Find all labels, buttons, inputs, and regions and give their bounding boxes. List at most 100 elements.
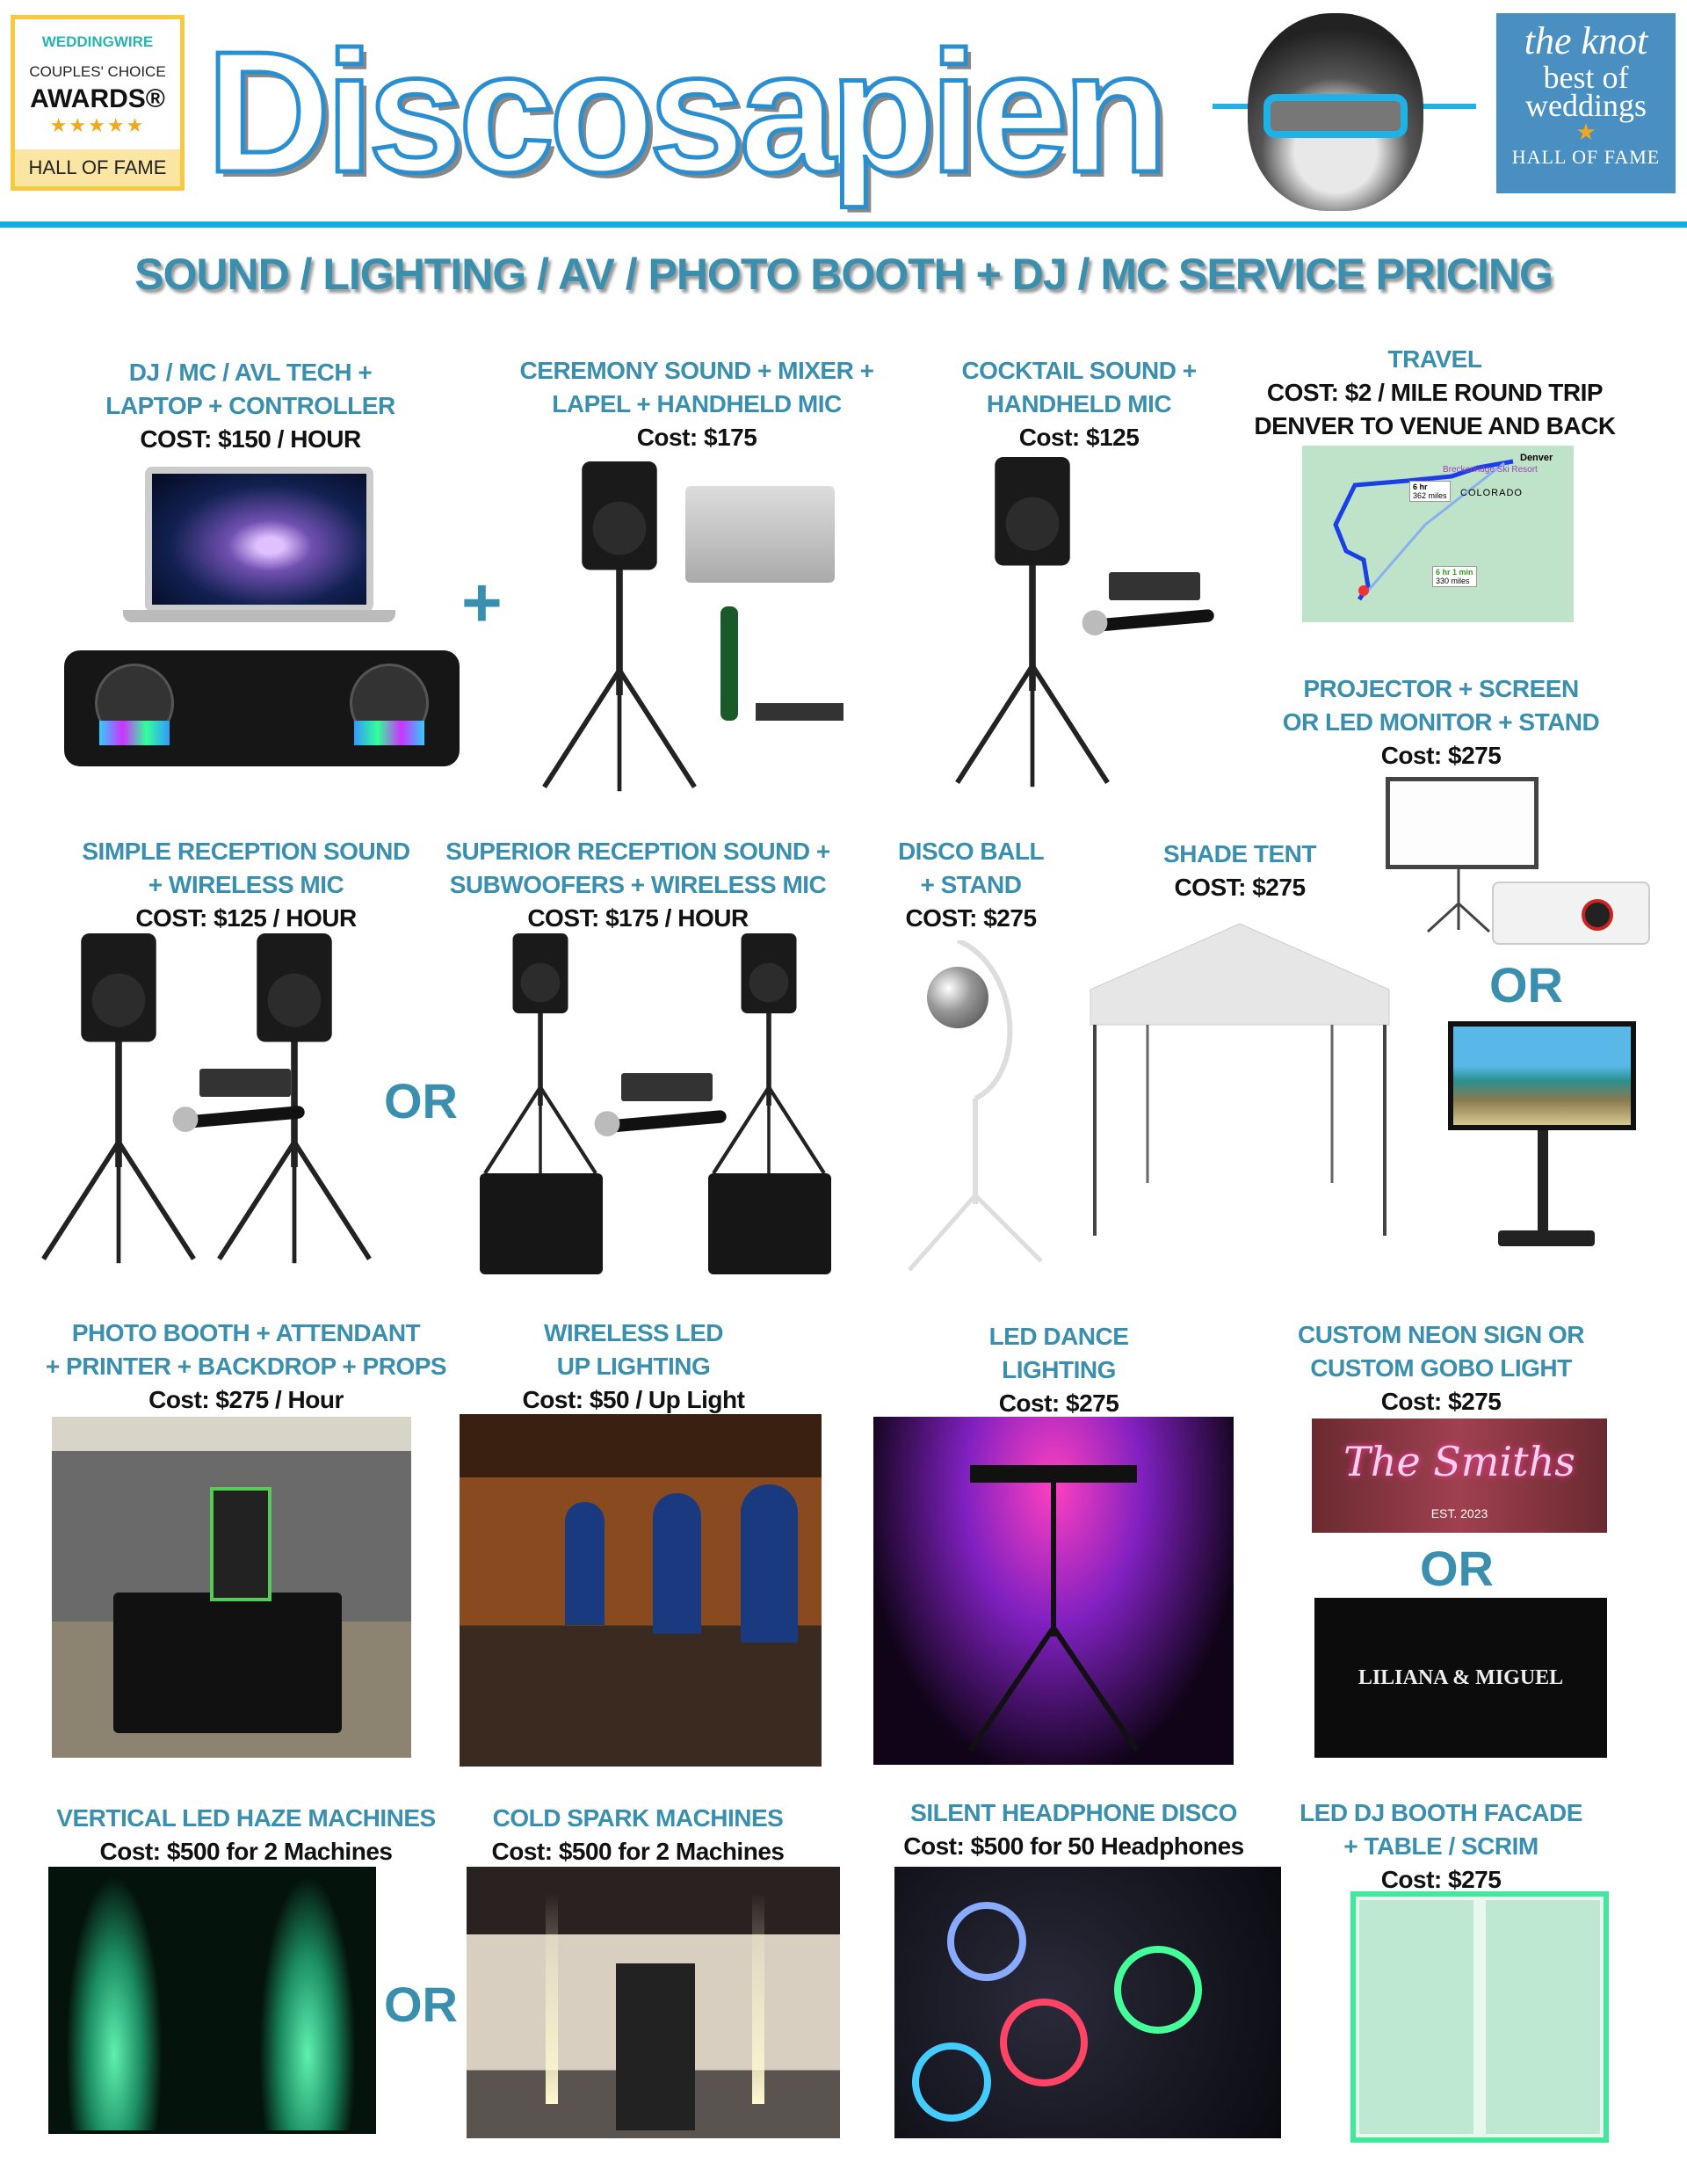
service-djmc: DJ / MC / AVL TECH + LAPTOP + CONTROLLER C… — [4, 356, 496, 456]
gobo-text: LILIANA & MIGUEL — [1358, 1666, 1564, 1689]
couples-choice-text: COUPLES' CHOICE — [29, 63, 166, 80]
service-cost: Cost: $500 for 2 Machines — [99, 1838, 393, 1865]
service-title-line: CUSTOM NEON SIGN OR — [1297, 1321, 1585, 1348]
service-title-line: + STAND — [920, 871, 1023, 898]
service-booth: PHOTO BOOTH + ATTENDANT + PRINTER + BACKD… — [0, 1317, 492, 1417]
or-divider-neon: OR — [1420, 1541, 1494, 1596]
awards-text: AWARDS® — [30, 84, 165, 113]
service-title-line: LED DANCE — [988, 1323, 1129, 1350]
or-divider-effects: OR — [384, 1977, 458, 2032]
service-cost: COST: $275 — [905, 904, 1037, 932]
service-cost: COST: $175 / HOUR — [527, 904, 749, 932]
photo-booth-image — [52, 1417, 411, 1758]
service-title-line: PROJECTOR + SCREEN — [1303, 675, 1579, 702]
service-title-line: DJ / MC / AVL TECH + — [128, 359, 373, 386]
service-cost: Cost: $275 — [998, 1389, 1119, 1417]
wireless-mic-image — [1081, 571, 1221, 650]
header-divider — [0, 221, 1687, 228]
superior-speaker-left — [479, 933, 602, 1179]
superior-wireless-mic — [593, 1072, 734, 1151]
service-cost: Cost: $125 — [1018, 424, 1140, 451]
service-title-line: + WIRELESS MIC — [148, 871, 344, 898]
service-cost: Cost: $500 for 50 Headphones — [903, 1832, 1244, 1860]
service-tent: SHADE TENT COST: $275 — [994, 838, 1486, 904]
disco-ball-stand — [908, 940, 1043, 1272]
service-spark: COLD SPARK MACHINES Cost: $500 for 2 Mach… — [392, 1802, 884, 1868]
shade-tent-image — [1090, 923, 1390, 1236]
service-cost: Cost: $275 — [1380, 1388, 1502, 1415]
service-cost: Cost: $275 — [1380, 742, 1502, 769]
service-title-line: TRAVEL — [1387, 345, 1482, 373]
travel-route-map[interactable]: Denver Breckenridge Ski Resort COLORADO … — [1302, 446, 1574, 622]
service-title-line: SUPERIOR RECEPTION SOUND + — [445, 838, 830, 865]
or-divider-projector: OR — [1489, 957, 1563, 1012]
map-label-denver: Denver — [1520, 453, 1553, 463]
service-title-line: COLD SPARK MACHINES — [492, 1804, 784, 1832]
map-label-colorado: COLORADO — [1460, 488, 1523, 498]
service-title-line: CEREMONY SOUND + MIXER + — [519, 357, 874, 384]
service-haze: VERTICAL LED HAZE MACHINES Cost: $500 for… — [0, 1802, 492, 1868]
route2-miles: 330 miles — [1436, 577, 1470, 585]
lapel-receiver-image — [756, 703, 844, 721]
service-title-line: UP LIGHTING — [556, 1353, 711, 1380]
projector-screen-image — [1386, 777, 1539, 869]
service-title-line: LAPEL + HANDHELD MIC — [552, 390, 842, 417]
service-cost: COST: $2 / MILE ROUND TRIP — [1266, 379, 1604, 406]
weddingwire-award-badge: WEDDINGWIRE COUPLES' CHOICE AWARDS® ★★★★… — [11, 15, 185, 191]
service-title-line: CUSTOM GOBO LIGHT — [1310, 1354, 1572, 1382]
simple-wireless-mic — [171, 1068, 312, 1147]
service-title-line: COCKTAIL SOUND + — [961, 357, 1197, 384]
service-ceremony: CEREMONY SOUND + MIXER + LAPEL + HANDHELD… — [451, 354, 943, 454]
weddingwire-brand: WEDDINGWIRE — [41, 33, 154, 50]
led-monitor-image — [1448, 1021, 1636, 1130]
silent-disco-headphones-image — [894, 1867, 1281, 2138]
cold-spark-machines-image — [467, 1867, 840, 2138]
service-cost: Cost: $175 — [636, 424, 757, 451]
service-cost: Cost: $500 for 2 Machines — [491, 1838, 785, 1865]
service-title-line: + PRINTER + BACKDROP + PROPS — [45, 1353, 447, 1380]
knot-weddings: weddings — [1525, 88, 1647, 123]
service-superior: SUPERIOR RECEPTION SOUND + SUBWOOFERS + W… — [392, 835, 884, 935]
service-dance: LED DANCE LIGHTING Cost: $275 — [813, 1320, 1305, 1420]
route-lines — [1333, 459, 1514, 601]
led-dance-lighting-image — [873, 1417, 1234, 1765]
service-cost2: DENVER TO VENUE AND BACK — [1254, 412, 1616, 439]
subwoofer-left — [480, 1173, 603, 1274]
stars-icon: ★★★★★ — [49, 114, 146, 136]
the-knot-badge: the knot best of weddings ★ HALL OF FAME — [1496, 13, 1676, 193]
uplighting-venue-image — [460, 1414, 822, 1767]
neon-sign-est: EST. 2023 — [1430, 1506, 1488, 1520]
service-title-line: LIGHTING — [1002, 1356, 1116, 1383]
hall-of-fame-text: HALL OF FAME — [15, 149, 180, 186]
custom-gobo-light-image: LILIANA & MIGUEL — [1314, 1598, 1607, 1758]
knot-hall-of-fame: HALL OF FAME — [1511, 146, 1661, 168]
service-cost: COST: $275 — [1174, 874, 1306, 901]
service-title-line: WIRELESS LED — [543, 1319, 724, 1346]
dj-controller-image — [64, 650, 460, 766]
disco-ball-image — [927, 967, 988, 1028]
service-title-line: SUBWOOFERS + WIRELESS MIC — [449, 871, 827, 898]
service-cost: Cost: $275 / Hour — [148, 1386, 344, 1413]
knot-brand: the knot — [1524, 19, 1648, 62]
service-title-line: HANDHELD MIC — [986, 390, 1172, 417]
service-title-line: LED DJ BOOTH FACADE — [1300, 1799, 1582, 1826]
service-title-line: LAPTOP + CONTROLLER — [105, 392, 395, 419]
service-cost: COST: $125 / HOUR — [135, 904, 357, 932]
led-dj-booth-facade-image — [1350, 1891, 1609, 2143]
service-neon: CUSTOM NEON SIGN OR CUSTOM GOBO LIGHT Cost… — [1195, 1318, 1687, 1419]
service-title-line: SHADE TENT — [1163, 840, 1316, 867]
monitor-stand-base — [1498, 1230, 1595, 1246]
service-title-line: PHOTO BOOTH + ATTENDANT — [71, 1319, 421, 1346]
page-title: SOUND / LIGHTING / AV / PHOTO BOOTH + DJ… — [134, 250, 1553, 299]
plus-sign: + — [461, 563, 503, 642]
service-cocktail: COCKTAIL SOUND + HANDHELD MIC Cost: $125 — [833, 354, 1325, 454]
service-cost: COST: $150 / HOUR — [140, 425, 361, 453]
route1-time: 6 hr — [1413, 483, 1428, 491]
laptop-image — [123, 467, 395, 629]
star-icon: ★ — [1575, 120, 1596, 145]
service-title-line: VERTICAL LED HAZE MACHINES — [56, 1804, 436, 1832]
